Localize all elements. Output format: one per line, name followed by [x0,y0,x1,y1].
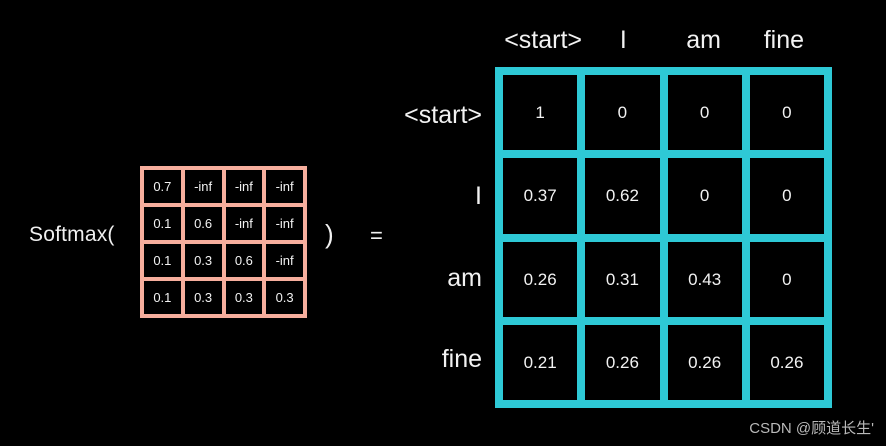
matrix-cell: 0.21 [503,324,578,400]
matrix-cell: 0 [667,158,742,234]
attention-score-matrix: 0.7 -inf -inf -inf 0.1 0.6 -inf -inf 0.1… [140,166,307,318]
watermark: CSDN @顾道长生' [749,420,874,437]
matrix-cell: 0.3 [184,281,222,314]
matrix-cell: 0 [749,158,824,234]
matrix-cell: 0.26 [749,324,824,400]
matrix-cell: 0.3 [225,281,263,314]
matrix-cell: -inf [266,244,303,277]
matrix-cell: 0.26 [503,241,578,317]
matrix-cell: 0 [667,75,742,151]
matrix-cell: 0.3 [184,244,222,277]
matrix-cell: 0.43 [667,241,742,317]
matrix-cell: -inf [266,207,303,240]
row-header: <start> [404,101,482,130]
matrix-cell: 0.26 [585,324,660,400]
matrix-cell: 0.62 [585,158,660,234]
matrix-cell: 0.6 [225,244,263,277]
row-header: I [475,182,482,211]
matrix-cell: 0.7 [144,170,181,203]
matrix-cell: -inf [225,170,263,203]
softmax-label: Softmax( [29,223,115,246]
matrix-cell: 0.31 [585,241,660,317]
matrix-cell: 0 [749,75,824,151]
column-header: fine [763,25,805,54]
matrix-cell: -inf [184,170,222,203]
matrix-cell: 0.26 [667,324,742,400]
matrix-cell: 0.1 [144,244,181,277]
matrix-cell: 0.1 [144,207,181,240]
matrix-cell: -inf [225,207,263,240]
closing-paren: ) [325,219,334,249]
softmax-result-matrix: 1 0 0 0 0.37 0.62 0 0 0.26 0.31 0.43 0 0… [495,67,832,408]
column-header: I [619,25,627,54]
column-header: am [686,25,721,54]
matrix-cell: 1 [503,75,578,151]
matrix-cell: 0 [585,75,660,151]
matrix-cell: 0.3 [266,281,303,314]
column-header: <start> [504,25,583,54]
column-header-row: <start> I am fine [495,18,832,62]
matrix-cell: 0 [749,241,824,317]
row-header: am [447,263,482,292]
row-header: fine [441,344,482,373]
row-header-column: <start> I am fine [340,67,488,408]
matrix-cell: 0.37 [503,158,578,234]
matrix-cell: 0.1 [144,281,181,314]
equals-sign: = [370,223,383,248]
matrix-cell: 0.6 [184,207,222,240]
matrix-cell: -inf [266,170,303,203]
